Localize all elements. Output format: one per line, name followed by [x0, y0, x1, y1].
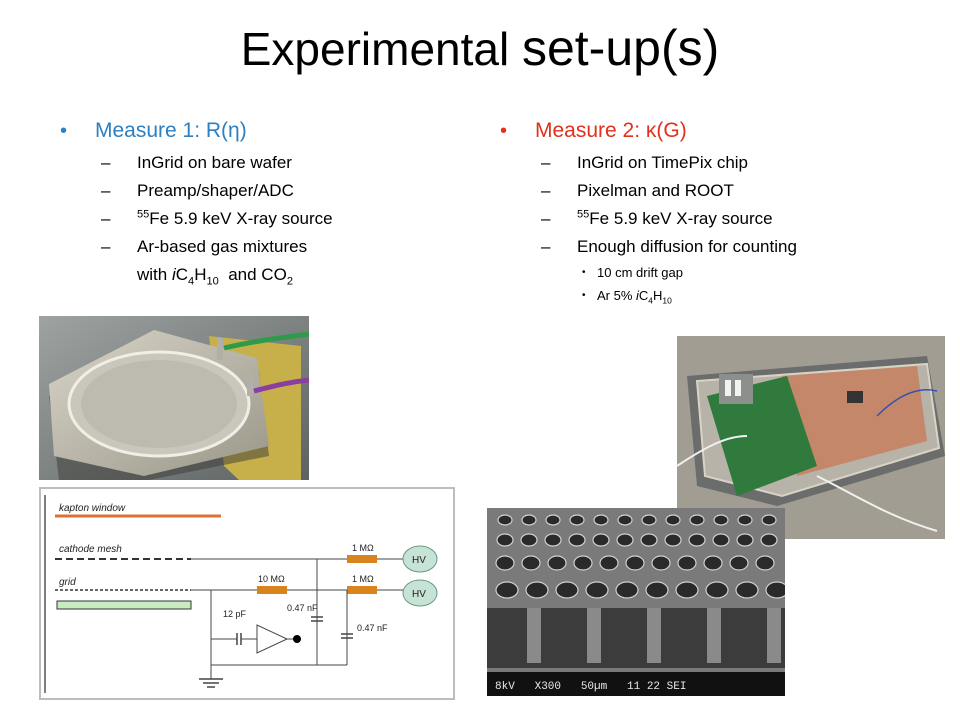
dash-icon: – — [541, 181, 551, 200]
right-item-diffusion: – Enough diffusion for counting — [500, 233, 920, 261]
wafer-photo — [39, 316, 309, 480]
right-item-ingrid-text: InGrid on TimePix chip — [577, 153, 749, 172]
right-subitem-gap-text: 10 cm drift gap — [597, 265, 683, 280]
measure2-heading-text: Measure 2: κ(G) — [535, 119, 687, 142]
gas-iso-i: i — [171, 265, 176, 284]
bullet-icon: • — [582, 290, 586, 301]
dash-icon: – — [101, 181, 111, 200]
gas-sub10: 10 — [662, 295, 672, 306]
gas-prefix: Ar 5% — [597, 288, 637, 303]
wafer-photo-image — [39, 316, 309, 480]
sem-image-svg: 8kV X300 50µm 11 22 SEI — [487, 508, 785, 696]
left-item-source-text: Fe 5.9 keV X-ray source — [149, 209, 333, 228]
title-part2: set-up(s) — [521, 20, 720, 76]
right-item-diffusion-text: Enough diffusion for counting — [577, 237, 797, 256]
bullet-icon: • — [582, 267, 586, 278]
dash-icon: – — [101, 209, 111, 228]
right-item-software-text: Pixelman and ROOT — [577, 181, 734, 200]
right-item-ingrid: – InGrid on TimePix chip — [500, 149, 920, 177]
grid-label: grid — [59, 577, 76, 588]
gas-sub2: 2 — [286, 275, 293, 288]
right-subitem-gas: • Ar 5% iC4H10 — [500, 284, 920, 307]
hv2-label: HV — [412, 589, 426, 600]
r3-label: 10 MΩ — [258, 574, 285, 584]
sem-hole-grid — [487, 514, 785, 668]
gas-iso-i: i — [636, 288, 639, 303]
left-item-preamp: – Preamp/shaper/ADC — [60, 177, 460, 205]
c3-label: 0.47 nF — [357, 623, 388, 633]
gas-c: C — [638, 288, 649, 303]
fe-isotope-sup: 55 — [577, 208, 590, 221]
cathode-label: cathode mesh — [59, 544, 122, 555]
slide-title: Experimental set-up(s) — [0, 18, 960, 79]
c2-label: 0.47 nF — [287, 603, 318, 613]
gas-sub4: 4 — [188, 275, 195, 288]
gas-h: H — [194, 265, 207, 284]
right-subitem-gap: • 10 cm drift gap — [500, 261, 920, 284]
circuit-diagram: kapton window cathode mesh grid 1 MΩ 1 M… — [39, 487, 455, 700]
right-column: • Measure 2: κ(G) – InGrid on TimePix ch… — [500, 116, 920, 307]
gas-sub4: 4 — [648, 295, 653, 306]
left-item-ingrid: – InGrid on bare wafer — [60, 149, 460, 177]
r1-label: 1 MΩ — [352, 543, 374, 553]
left-item-ingrid-text: InGrid on bare wafer — [137, 153, 292, 172]
left-item-source: – 55Fe 5.9 keV X-ray source — [60, 205, 460, 233]
left-column: • Measure 1: R(η) – InGrid on bare wafer… — [60, 116, 460, 289]
measure1-heading: • Measure 1: R(η) — [60, 116, 460, 146]
timepix-photo-image — [677, 336, 945, 539]
r2-label: 1 MΩ — [352, 574, 374, 584]
right-item-software: – Pixelman and ROOT — [500, 177, 920, 205]
gas-h: H — [653, 288, 663, 303]
gas-with: with — [137, 265, 172, 284]
kapton-label: kapton window — [59, 503, 126, 514]
gas-and-co: and CO — [218, 265, 287, 284]
dash-icon: – — [541, 237, 551, 256]
left-item-gas: – Ar-based gas mixtures with iC4H10 and … — [60, 233, 460, 289]
right-item-source: – 55Fe 5.9 keV X-ray source — [500, 205, 920, 233]
right-item-source-text: Fe 5.9 keV X-ray source — [589, 209, 773, 228]
dash-icon: – — [541, 153, 551, 172]
left-item-gas-text: Ar-based gas mixtures — [137, 237, 308, 256]
dash-icon: – — [101, 153, 111, 172]
dash-icon: – — [101, 237, 111, 256]
bullet-icon: • — [500, 120, 508, 142]
circuit-diagram-svg: kapton window cathode mesh grid 1 MΩ 1 M… — [44, 495, 438, 693]
sem-footer: 8kV X300 50µm 11 22 SEI — [495, 681, 686, 693]
title-part1: Experimental — [240, 23, 510, 75]
c1-label: 12 pF — [223, 609, 247, 619]
measure1-heading-text: Measure 1: R(η) — [95, 119, 247, 142]
timepix-photo — [677, 336, 945, 539]
dash-icon: – — [541, 209, 551, 228]
gas-c: C — [175, 265, 189, 284]
fe-isotope-sup: 55 — [137, 208, 150, 221]
measure2-heading: • Measure 2: κ(G) — [500, 116, 920, 146]
hv1-label: HV — [412, 555, 426, 566]
bullet-icon: • — [60, 120, 68, 142]
gas-sub10: 10 — [206, 275, 219, 288]
sem-image: 8kV X300 50µm 11 22 SEI — [487, 508, 785, 696]
left-item-preamp-text: Preamp/shaper/ADC — [137, 181, 294, 200]
